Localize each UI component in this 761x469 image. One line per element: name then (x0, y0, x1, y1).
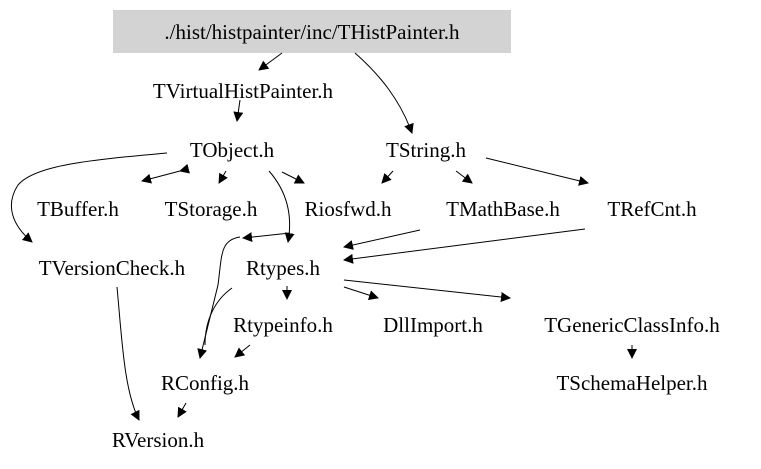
node-rtypeinfo[interactable]: Rtypeinfo.h (233, 313, 333, 337)
edge-root-tstring (354, 52, 414, 134)
node-dllimport[interactable]: DllImport.h (383, 313, 483, 337)
node-tschemahelper[interactable]: TSchemaHelper.h (556, 371, 708, 395)
node-tmathbase[interactable]: TMathBase.h (446, 197, 560, 221)
edge-tstring-trefcnt (485, 157, 589, 186)
edge-rconfig-link (204, 287, 233, 346)
node-tversioncheck[interactable]: TVersionCheck.h (39, 256, 186, 280)
edge-tobject-rtypes (268, 170, 295, 243)
node-rconfig[interactable]: RConfig.h (161, 371, 250, 395)
edge-rtypes-tgenericclassinfo (343, 279, 511, 303)
edge-rtypes-dllimport (343, 286, 379, 300)
edge-tvirtualhistpainter-tobject (233, 99, 244, 122)
node-tbuffer[interactable]: TBuffer.h (37, 197, 119, 221)
edge-tversioncheck-rversion (116, 286, 140, 421)
edge-tobject-tstorage (218, 170, 228, 184)
edge-tobject-tversioncheck (10, 152, 168, 243)
node-tvirtualhistpainter[interactable]: TVirtualHistPainter.h (153, 79, 334, 103)
node-rversion[interactable]: RVersion.h (112, 428, 205, 452)
node-tstorage[interactable]: TStorage.h (165, 197, 258, 221)
nodes: ./hist/histpainter/inc/THistPainter.h TV… (37, 20, 720, 452)
node-riosfwd[interactable]: Riosfwd.h (305, 197, 392, 221)
edge-tstring-riosfwd (381, 170, 394, 184)
edge-rtypeinfo-rconfig (234, 344, 251, 358)
edge-tobject-riosfwd (281, 171, 305, 184)
edge-tstorage-rtypes (242, 232, 291, 243)
edge-tobject-tbuffer (141, 163, 190, 184)
edge-tstring-tmathbase (455, 170, 473, 184)
edge-rtypes-rconfig (197, 236, 241, 359)
edge-trefcnt-rtypes (343, 228, 586, 264)
node-tgenericclassinfo[interactable]: TGenericClassInfo.h (544, 313, 720, 337)
node-thistpainter[interactable]: ./hist/histpainter/inc/THistPainter.h (164, 20, 460, 44)
node-trefcnt[interactable]: TRefCnt.h (607, 197, 697, 221)
node-tstring[interactable]: TString.h (386, 138, 466, 162)
edges (10, 52, 637, 421)
edge-rconfig-rversion (177, 402, 187, 418)
node-tobject[interactable]: TObject.h (190, 138, 275, 162)
root-node-box (113, 10, 511, 53)
edge-root-tvirtualhistpainter (258, 52, 283, 71)
node-rtypes[interactable]: Rtypes.h (246, 256, 321, 280)
edge-tmathbase-rtypes (343, 229, 421, 250)
